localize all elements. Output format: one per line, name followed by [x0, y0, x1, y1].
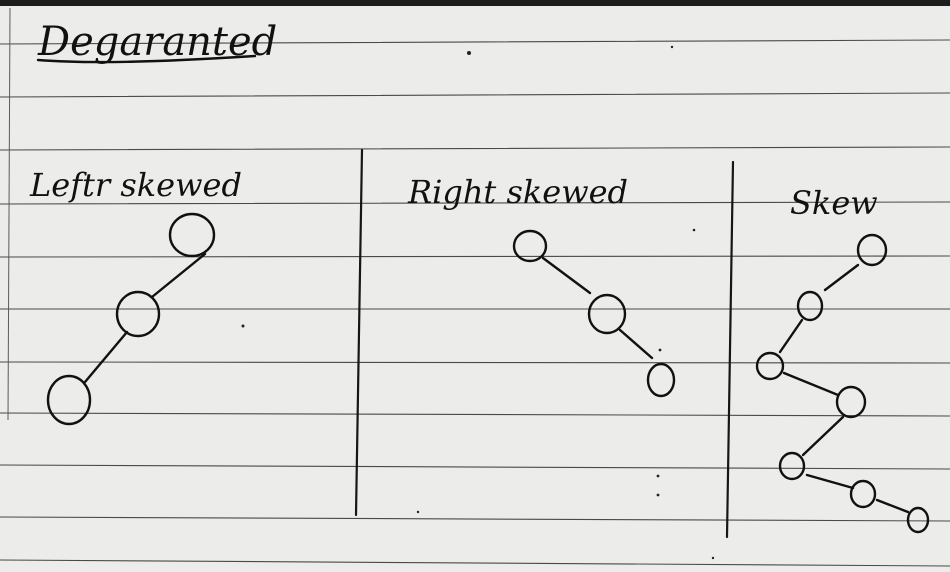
tree-node — [46, 374, 92, 426]
skew-tree — [755, 233, 930, 534]
left-skewed-tree — [46, 212, 216, 426]
tree-edge — [823, 263, 860, 292]
heading-left-skewed: Leftr skewed — [29, 166, 242, 204]
tree-edge — [83, 330, 129, 384]
heading-right-skewed: Right skewed — [407, 173, 628, 211]
tree-node — [168, 212, 216, 258]
stray-marks — [241, 45, 715, 560]
ruled-lines — [0, 39, 950, 567]
page-title: Degaranted — [37, 19, 277, 65]
tree-node — [835, 385, 867, 419]
heading-skew: Skew — [790, 184, 878, 222]
tree-node — [646, 362, 676, 398]
tree-edge — [778, 318, 804, 354]
top-edge-bar — [0, 0, 950, 6]
tree-edge — [782, 371, 840, 397]
tree-node — [796, 290, 824, 322]
tree-node — [778, 451, 806, 481]
tree-node — [115, 290, 161, 338]
tree-node — [906, 506, 930, 534]
tree-node — [755, 351, 785, 381]
divider-right — [725, 160, 735, 539]
tree-node — [849, 479, 877, 509]
tree-edge — [618, 328, 654, 360]
tree-edge — [541, 256, 592, 295]
tree-edge — [801, 415, 845, 457]
tree-node — [587, 293, 627, 335]
tree-edge — [150, 252, 207, 299]
tree-edge — [875, 498, 910, 514]
divider-left — [354, 148, 364, 517]
margin-line — [7, 7, 11, 421]
tree-node — [512, 229, 548, 263]
title-underline-stroke — [36, 54, 257, 64]
tree-edge — [805, 473, 855, 490]
right-skewed-tree — [512, 229, 676, 398]
tree-node — [856, 233, 888, 267]
